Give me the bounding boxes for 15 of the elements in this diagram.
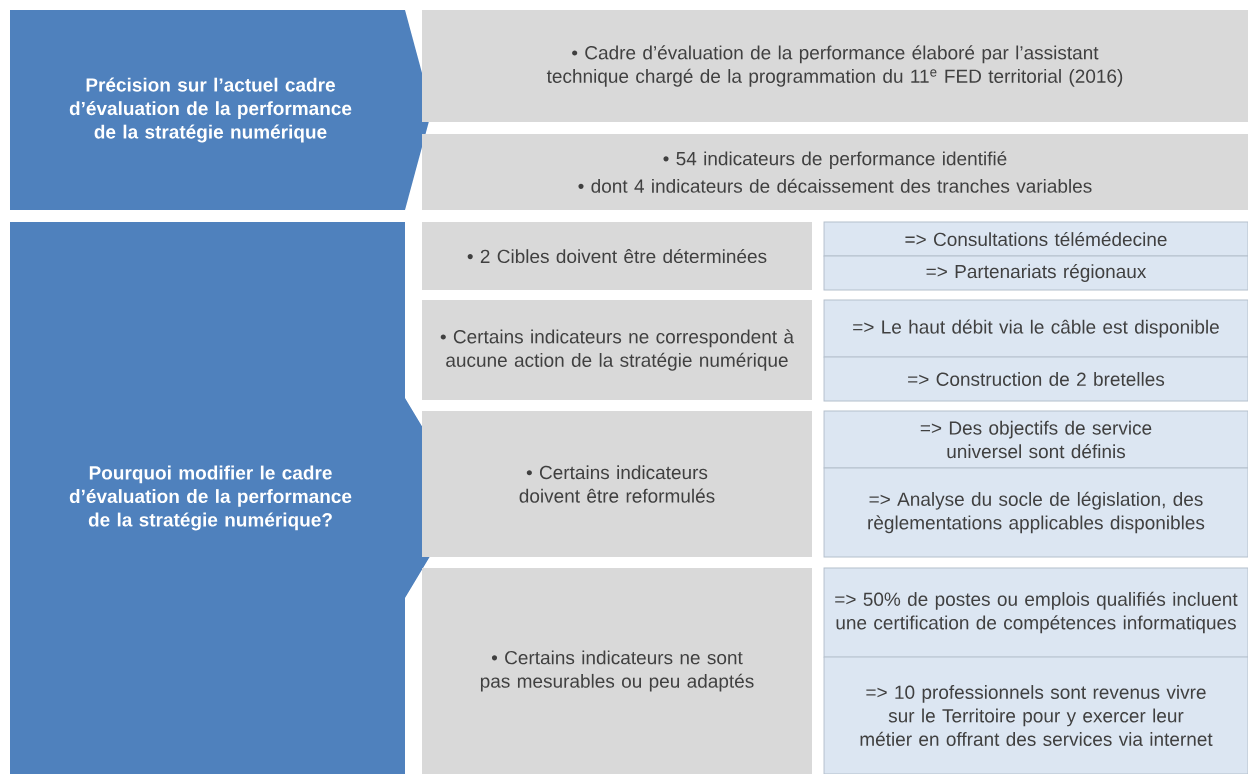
result-box: => 10 professionnels sont revenus vivre sur le Territoire pour y exercer leur métier en offrant des services via internet — [823, 656, 1248, 774]
result-box: => Construction de 2 bretelles — [823, 356, 1248, 402]
result-box: => Consultations télémédecine — [823, 221, 1248, 257]
text-box: • Certains indicateurs doivent être reformulés — [422, 411, 812, 557]
result-box: => Des objectifs de service universel sont définis — [823, 410, 1248, 469]
text-box: • 2 Cibles doivent être déterminées — [422, 222, 812, 290]
chevron-box: Précision sur l’actuel cadre d’évaluation de la performance de la stratégie numérique — [10, 10, 432, 210]
result-box: => Partenariats régionaux — [823, 255, 1248, 291]
text-box: • Cadre d’évaluation de la performance élaboré par l’assistant technique chargé de la programmation du 11$^{e}$ FED territorial (2016) — [422, 10, 1248, 122]
result-box: => Le haut débit via le câble est disponible — [823, 299, 1248, 358]
text-box: • Certains indicateurs ne correspondent à aucune action de la stratégie numérique — [422, 300, 812, 400]
result-box: => 50% de postes ou emplois qualifiés incluent une certification de compétences informatiques — [823, 567, 1248, 658]
result-box: => Analyse du socle de législation, des règlementations applicables disponibles — [823, 467, 1248, 558]
text-box: • 54 indicateurs de performance identifié • dont 4 indicateurs de décaissement des tranches variables — [422, 134, 1248, 210]
text-box: • Certains indicateurs ne sont pas mesurables ou peu adaptés — [422, 568, 812, 774]
